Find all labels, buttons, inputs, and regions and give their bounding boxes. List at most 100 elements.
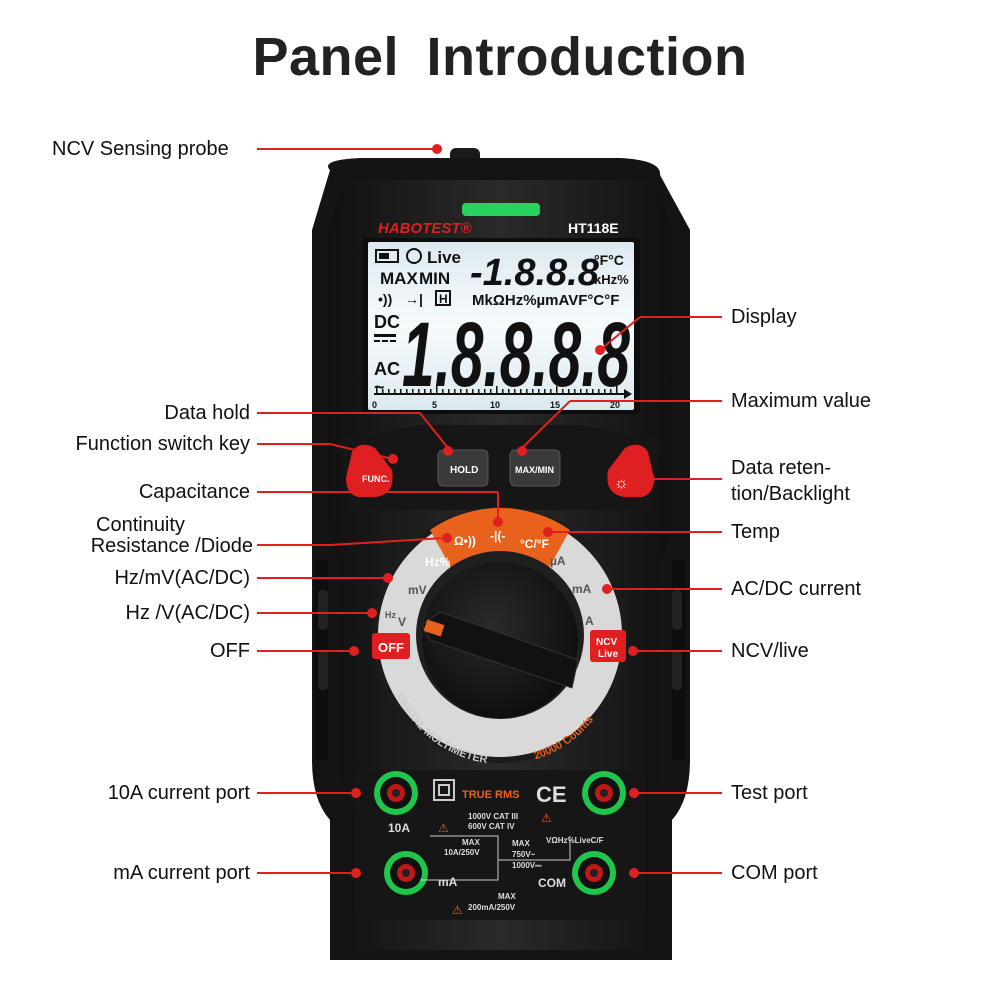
- label-backlight: tion/Backlight: [731, 483, 850, 505]
- bargraph-tick: [526, 389, 528, 393]
- bargraph-tick: [598, 389, 600, 393]
- svg-text:Ω•)): Ω•)): [454, 534, 476, 548]
- warning-icon: ⚠: [438, 821, 449, 835]
- bargraph-tick: [478, 389, 480, 393]
- svg-text:1000V⎓: 1000V⎓: [512, 861, 542, 870]
- brand-logo: HABOTEST®: [378, 220, 473, 237]
- bargraph-tick: [592, 389, 594, 393]
- svg-text:-|(-: -|(-: [490, 529, 505, 543]
- svg-text:MAX: MAX: [498, 892, 516, 901]
- label-hz-v: Hz /V(AC/DC): [125, 602, 250, 624]
- maxmin-button: [509, 449, 561, 487]
- svg-text:10A: 10A: [388, 821, 410, 835]
- svg-text:Live: Live: [427, 248, 461, 267]
- svg-text:MAX: MAX: [462, 838, 480, 847]
- label-hz-mv: Hz/mV(AC/DC): [114, 567, 250, 589]
- lcd-sub-digits: -1.8.8.8: [470, 252, 600, 294]
- bargraph-tick: [556, 386, 558, 393]
- svg-text:MAX: MAX: [380, 269, 418, 288]
- label-com-port: COM port: [731, 862, 818, 884]
- svg-text:OFF: OFF: [378, 640, 404, 655]
- diode-icon: →|: [405, 291, 423, 307]
- bargraph-tick: [544, 389, 546, 393]
- port-test: [582, 771, 626, 815]
- rotary-knob: [421, 562, 579, 718]
- callout-lines: [257, 144, 722, 878]
- page-title: Panel Introduction: [252, 27, 748, 87]
- bargraph-tick: [604, 389, 606, 393]
- bargraph-tick: [610, 389, 612, 393]
- buzzer-icon: •)): [378, 291, 392, 307]
- bargraph-tick: [448, 389, 450, 393]
- svg-text:10A/250V: 10A/250V: [444, 848, 480, 857]
- label-display: Display: [731, 306, 797, 328]
- bargraph-tick: [514, 389, 516, 393]
- svg-text:VΩHz%LiveC/F: VΩHz%LiveC/F: [546, 836, 604, 845]
- bargraph-tick: [376, 386, 378, 393]
- bargraph-tick: [574, 389, 576, 393]
- warning-icon: ⚠: [541, 811, 552, 825]
- label-10a-port: 10A current port: [107, 782, 250, 804]
- lcd-screen: [368, 242, 634, 410]
- svg-text:kHz%: kHz%: [594, 272, 629, 287]
- svg-text:mV: mV: [408, 583, 427, 597]
- bargraph-tick: [508, 389, 510, 393]
- bargraph-tick: [430, 389, 432, 393]
- bargraph-tick: [442, 389, 444, 393]
- model-label: HT118E: [568, 220, 619, 236]
- port-panel: [355, 770, 645, 920]
- svg-text:TRUE RMS: TRUE RMS: [462, 789, 519, 801]
- backlight-button: [607, 444, 654, 497]
- bargraph-tick: [400, 389, 402, 393]
- svg-text:H: H: [439, 292, 448, 306]
- warning-icon: ⚠: [452, 903, 463, 917]
- off-position: [372, 633, 410, 659]
- svg-text:°F°C: °F°C: [594, 252, 624, 268]
- bargraph-tick: [394, 389, 396, 393]
- svg-text:5: 5: [432, 400, 437, 410]
- label-resistance-diode: Resistance /Diode: [90, 535, 253, 557]
- bargraph-tick: [436, 386, 438, 393]
- svg-text:Hz%: Hz%: [425, 555, 451, 569]
- label-capacitance: Capacitance: [138, 481, 250, 503]
- func-button: [346, 444, 393, 497]
- svg-text:Hz: Hz: [385, 610, 396, 620]
- bargraph-tick: [568, 389, 570, 393]
- bargraph-tick: [466, 389, 468, 393]
- label-ncv-live: NCV/live: [731, 640, 809, 662]
- svg-text:HOLD: HOLD: [450, 465, 478, 476]
- dial-orange-segment: [430, 507, 570, 575]
- svg-text:°C/°F: °C/°F: [520, 537, 549, 551]
- label-continuity: Continuity: [96, 514, 185, 536]
- ac-wave-icon: ~: [374, 377, 385, 397]
- bargraph-tick: [454, 389, 456, 393]
- label-function-switch: Function switch key: [75, 433, 250, 455]
- svg-text:600V CAT IV: 600V CAT IV: [468, 822, 515, 831]
- svg-text:FUNC.: FUNC.: [362, 474, 390, 484]
- bargraph-tick: [520, 389, 522, 393]
- svg-text:15: 15: [550, 400, 560, 410]
- label-temp: Temp: [731, 521, 780, 543]
- svg-text:µA: µA: [550, 554, 566, 568]
- bargraph-tick: [490, 389, 492, 393]
- svg-text:V: V: [398, 615, 406, 629]
- bargraph-scale: [374, 393, 624, 395]
- ncv-indicator-light: [462, 203, 540, 216]
- ncv-position: [590, 630, 626, 662]
- svg-text:Live: Live: [598, 649, 618, 660]
- hold-button: [437, 449, 489, 487]
- bargraph-tick: [484, 389, 486, 393]
- svg-text:DC: DC: [374, 312, 400, 332]
- bargraph-tick: [502, 389, 504, 393]
- svg-text:10: 10: [490, 400, 500, 410]
- svg-text:0: 0: [372, 400, 377, 410]
- svg-text:20: 20: [610, 400, 620, 410]
- svg-text:1000V CAT III: 1000V CAT III: [468, 812, 518, 821]
- label-maximum-value: Maximum value: [731, 390, 872, 412]
- port-com: [572, 851, 616, 895]
- svg-text:MIN: MIN: [419, 269, 450, 288]
- label-ncv-probe: NCV Sensing probe: [52, 138, 229, 160]
- svg-text:MkΩHz%µmAVF°C°F: MkΩHz%µmAVF°C°F: [472, 292, 619, 309]
- label-test-port: Test port: [731, 782, 808, 804]
- bargraph-tick: [550, 389, 552, 393]
